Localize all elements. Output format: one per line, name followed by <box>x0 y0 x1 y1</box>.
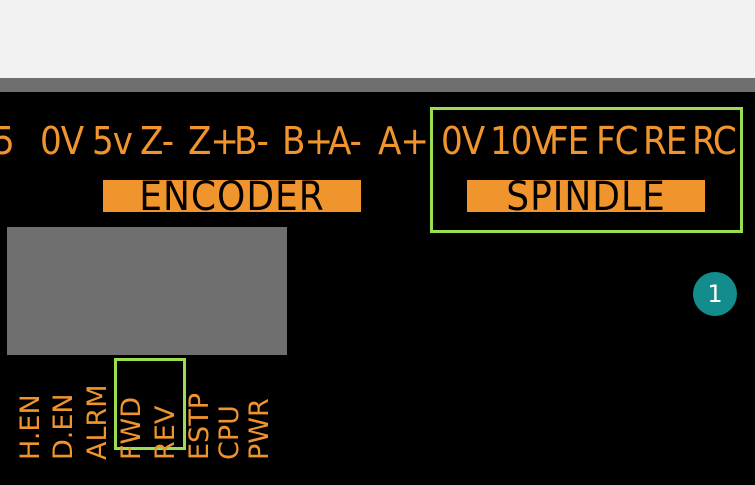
led-label-cpu: CPU <box>214 364 245 460</box>
encoder-pin-label: A+ <box>378 119 429 163</box>
encoder-pin-label: A- <box>328 119 362 163</box>
led-label-text: PWR <box>244 398 275 460</box>
spindle-title: SPINDLE <box>467 180 705 212</box>
led-label-text: REV <box>150 405 181 460</box>
spindle-pin-label: FC <box>596 119 639 163</box>
encoder-pin-label: B+ <box>282 119 333 163</box>
background-top <box>0 0 755 78</box>
spindle-pin-label: RE <box>643 119 687 163</box>
spindle-highlight-box <box>430 107 743 233</box>
encoder-pin-label: 0V <box>40 119 84 163</box>
encoder-pin-label: Z+ <box>188 119 239 163</box>
spindle-pin-label: RC <box>692 119 737 163</box>
led-label-h-en: H.EN <box>15 364 46 460</box>
led-label-alrm: ALRM <box>82 364 113 460</box>
encoder-pin-label: Z- <box>140 119 174 163</box>
led-label-pwr: PWR <box>244 364 275 460</box>
encoder-title: ENCODER <box>103 180 361 212</box>
display-panel <box>7 227 287 355</box>
led-label-text: ESTP <box>184 393 215 460</box>
led-label-d-en: D.EN <box>48 364 79 460</box>
encoder-pin-label: 5v <box>92 119 133 163</box>
led-label-fwd: FWD <box>116 364 147 460</box>
spindle-pin-label: 0V <box>441 119 485 163</box>
led-label-text: H.EN <box>15 394 46 460</box>
led-label-estp: ESTP <box>184 364 215 460</box>
encoder-pin-label: 5 <box>0 119 15 163</box>
led-label-text: D.EN <box>48 393 79 460</box>
annotation-marker-1[interactable]: 1 <box>693 272 737 316</box>
controller-board: 5 0V 5v Z- Z+ B- B+ A- A+ 0V 10V FE FC R… <box>0 92 755 485</box>
fwd-rev-highlight-box <box>114 358 186 450</box>
led-label-rev: REV <box>150 364 181 460</box>
spindle-pin-label: FE <box>549 119 589 163</box>
led-label-text: ALRM <box>82 384 113 460</box>
spindle-pin-label: 10V <box>490 119 555 163</box>
board-edge-bar <box>0 78 755 92</box>
led-label-text: CPU <box>214 405 245 460</box>
led-label-text: FWD <box>116 396 147 460</box>
encoder-pin-label: B- <box>234 119 269 163</box>
